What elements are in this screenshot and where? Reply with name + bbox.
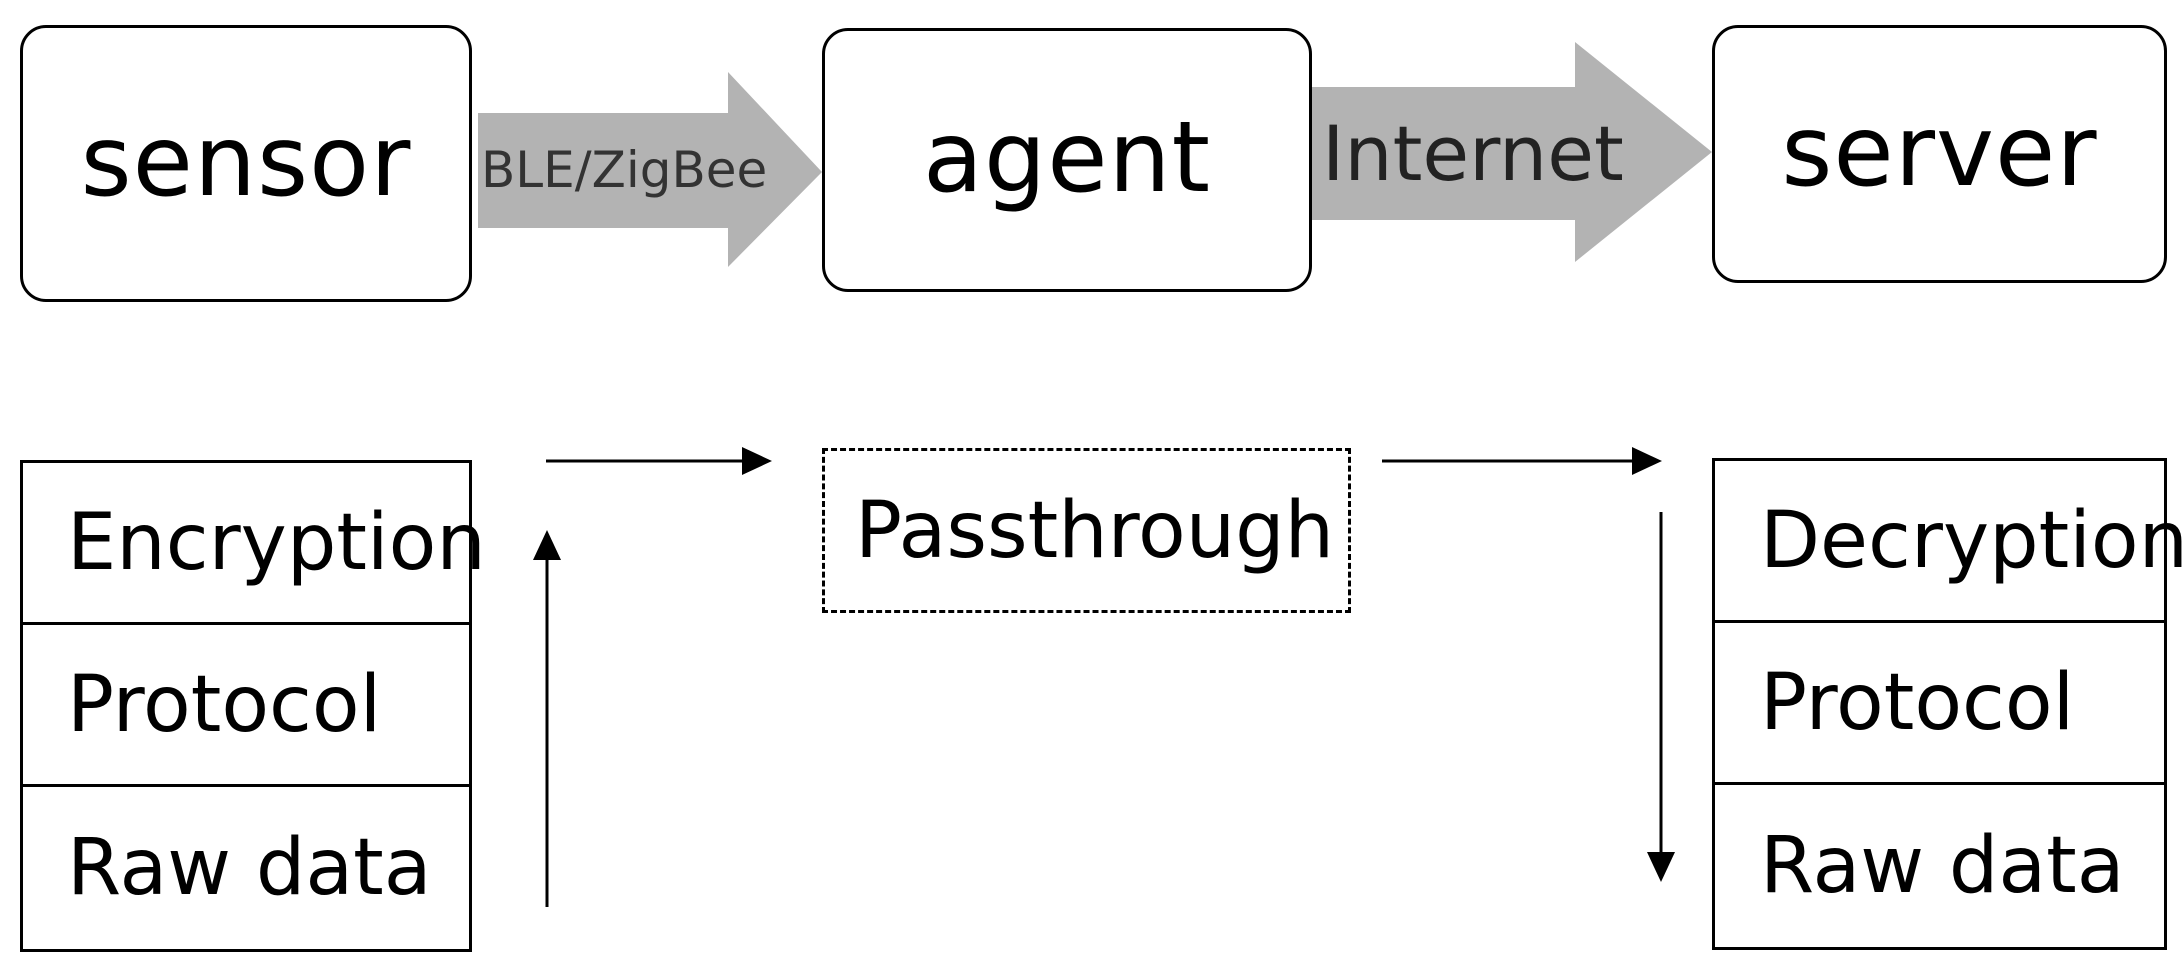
sensor-to-agent-flow-arrowhead [742,447,772,475]
server-downward-arrowhead [1647,852,1675,882]
server-layer-protocol: Protocol [1715,623,2164,785]
sensor-node: sensor [20,25,472,302]
sensor-node-label: sensor [80,104,412,219]
server-node: server [1712,25,2167,283]
server-node-label: server [1781,95,2098,209]
agent-node-label: agent [922,101,1212,215]
internet-arrow [1312,42,1712,262]
internet-label: Internet [1322,108,1624,198]
ble-zigbee-label: BLE/ZigBee [481,141,768,199]
server-layer-raw-data: Raw data [1760,821,2125,911]
agent-passthrough-label: Passthrough [855,485,1335,576]
sensor-layer-stack: Encryption Protocol Raw data [20,460,486,952]
agent-node: agent [822,28,1312,292]
ble-zigbee-arrow [478,72,822,267]
sensor-upward-arrowhead [533,530,561,560]
server-layer-stack: Decryption Protocol Raw data [1712,458,2182,950]
sensor-layer-encryption: Encryption [23,463,486,625]
agent-to-server-flow-arrowhead [1632,447,1662,475]
sensor-layer-protocol: Protocol [23,625,469,787]
server-layer-decryption: Decryption [1715,461,2182,623]
agent-passthrough-box: Passthrough [822,448,1351,613]
sensor-layer-raw-data: Raw data [67,823,432,913]
